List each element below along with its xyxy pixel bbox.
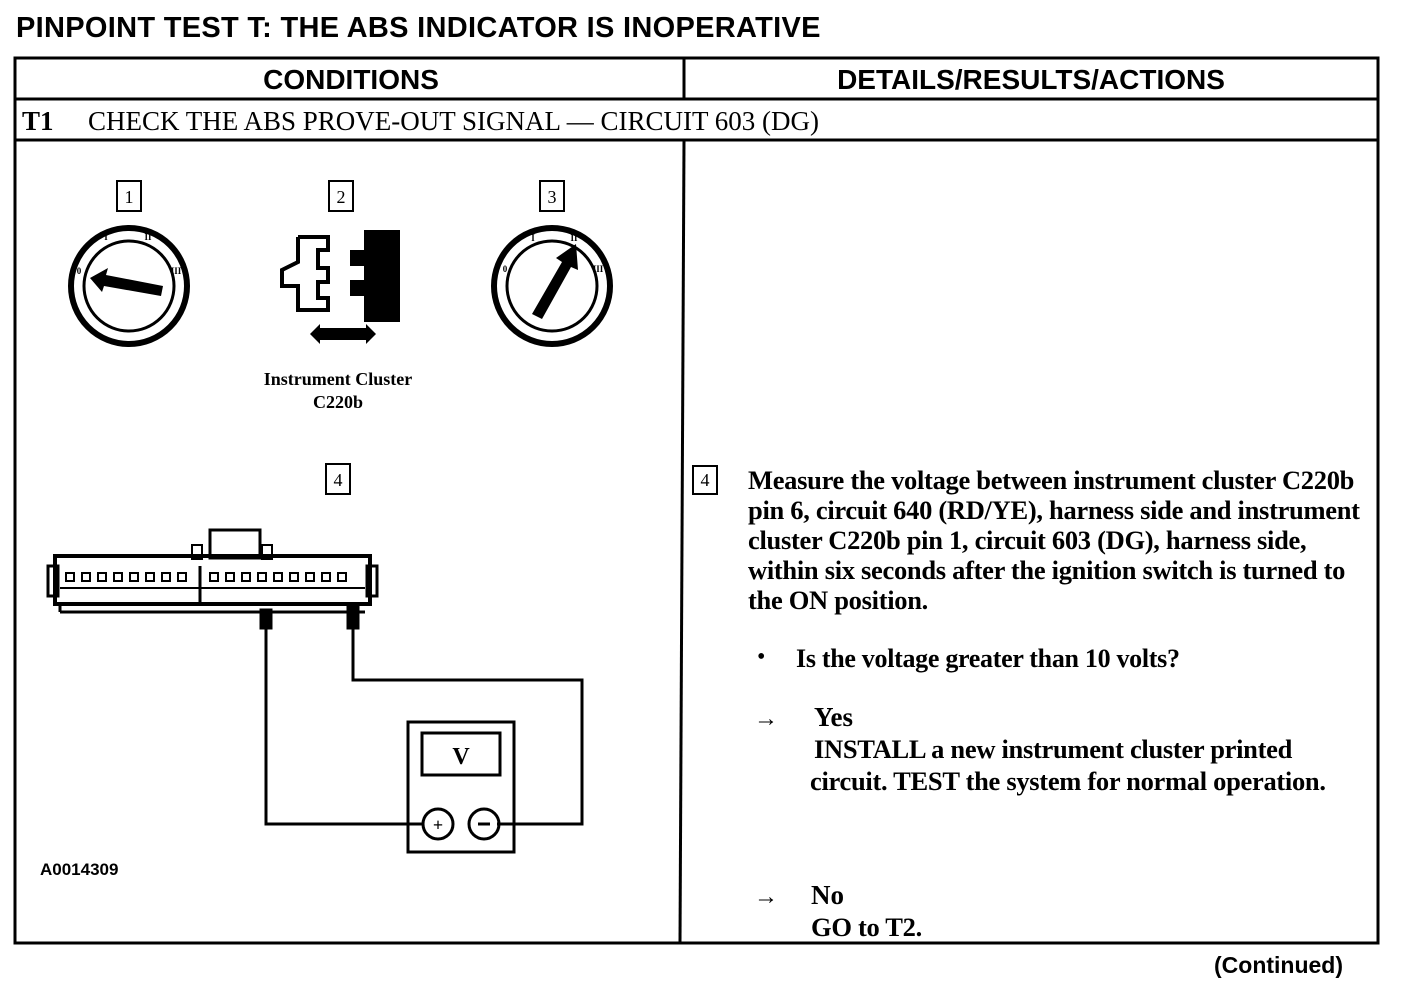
- probe-leads: [259, 604, 584, 826]
- callout-1: 1: [125, 187, 134, 207]
- connector-c220b-icon: [280, 230, 400, 344]
- connector-label-line1: Instrument Cluster: [263, 369, 413, 389]
- question-text: Is the voltage greater than 10 volts?: [796, 644, 1180, 673]
- connector-label-line2: C220b: [312, 392, 363, 412]
- svg-text:I: I: [531, 233, 535, 243]
- yes-arrow-icon: →: [754, 706, 778, 732]
- meter-label: V: [452, 744, 470, 770]
- svg-text:0: 0: [77, 266, 82, 276]
- ignition-switch-off-icon: 0 I II III: [68, 225, 190, 347]
- callout-4: 4: [334, 470, 343, 490]
- svg-text:0: 0: [503, 264, 508, 274]
- no-action-prefix: GO to: [811, 912, 886, 942]
- yes-action-line2: circuit. TEST the system for normal oper…: [810, 766, 1326, 796]
- no-action-suffix: .: [915, 912, 923, 942]
- svg-text:III: III: [171, 266, 182, 276]
- harness-connector-icon: [46, 528, 379, 614]
- callout-2: 2: [337, 187, 346, 207]
- yes-label: Yes: [814, 702, 853, 732]
- svg-text:I: I: [104, 232, 108, 242]
- svg-text:+: +: [433, 815, 443, 835]
- no-arrow-icon: →: [754, 884, 778, 910]
- svg-text:II: II: [144, 232, 152, 242]
- svg-text:II: II: [570, 233, 578, 243]
- table-grid: [13, 56, 1380, 945]
- details-header: DETAILS/RESULTS/ACTIONS: [837, 64, 1225, 95]
- yes-action-line1: INSTALL a new instrument cluster printed: [814, 734, 1293, 764]
- continued-footer: (Continued): [1214, 952, 1344, 978]
- callout-3: 3: [548, 187, 557, 207]
- no-label: No: [811, 880, 844, 910]
- svg-text:III: III: [593, 264, 604, 274]
- ignition-switch-run-icon: 0 I II III: [491, 225, 613, 347]
- connector-label: Instrument Cluster C220b: [238, 368, 438, 414]
- step-number-box: 4: [692, 465, 718, 495]
- step-id: T1: [22, 106, 54, 136]
- conditions-header: CONDITIONS: [263, 64, 439, 95]
- instruction-text: Measure the voltage between instrument c…: [748, 465, 1360, 615]
- no-action: GO to T2.: [811, 911, 922, 943]
- bullet-icon: •: [757, 644, 766, 670]
- figure-id: A0014309: [40, 860, 119, 879]
- step-title: CHECK THE ABS PROVE-OUT SIGNAL — CIRCUIT…: [88, 106, 820, 136]
- no-action-target: T2: [885, 912, 916, 942]
- page-title: PINPOINT TEST T: THE ABS INDICATOR IS IN…: [16, 12, 821, 44]
- callout-boxes: 1 2 3 4: [116, 180, 565, 495]
- voltmeter-icon: V +: [406, 720, 516, 854]
